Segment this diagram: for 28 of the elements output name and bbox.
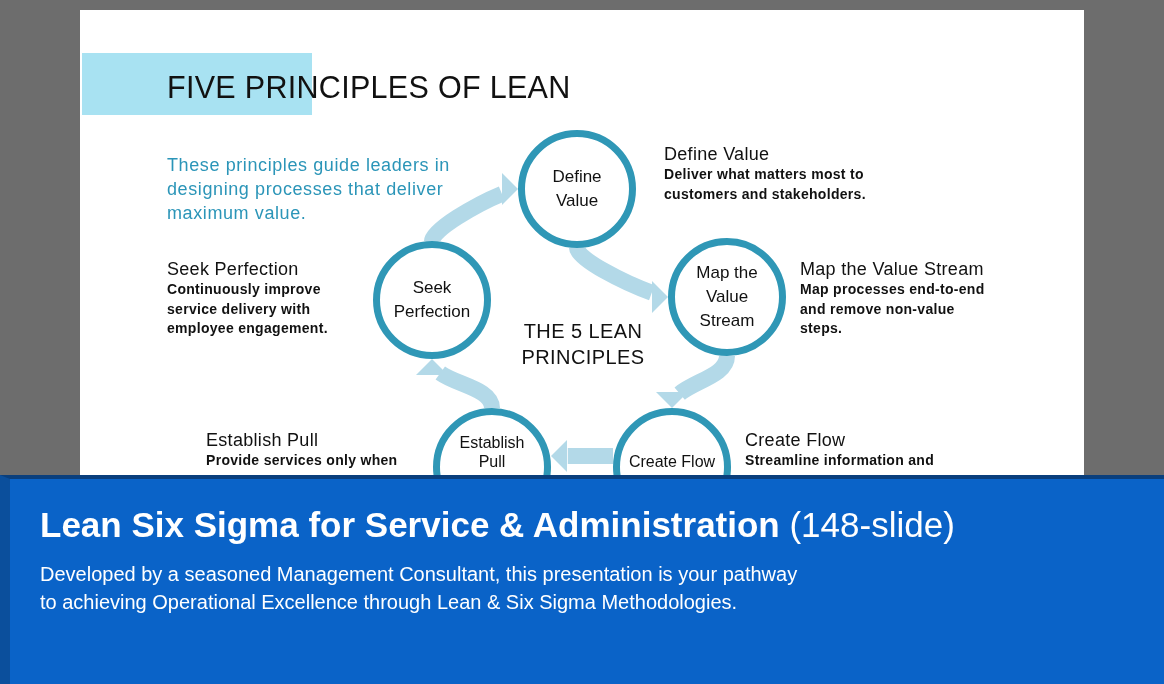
principle-name: Establish Pull	[458, 433, 526, 471]
block-arrow	[551, 440, 613, 472]
center-caption: THE 5 LEAN PRINCIPLES	[520, 319, 646, 370]
principle-name: Seek Perfection	[392, 277, 472, 323]
block-arrow	[659, 354, 735, 410]
principle-description: Continuously improve service delivery with employee engagement.	[167, 280, 329, 338]
principle-name: Create Flow	[627, 452, 717, 471]
principle-heading: Define Value	[664, 144, 770, 165]
principle-description: Map processes end-to-end and remove non-value steps.	[800, 280, 986, 338]
intro-text: These principles guide leaders in designing processes that deliver maximum value.	[167, 154, 451, 225]
principle-circle	[668, 238, 786, 356]
principle-heading: Create Flow	[745, 430, 846, 451]
principle-heading: Establish Pull	[206, 430, 319, 451]
block-arrow	[419, 357, 500, 410]
principle-description: Streamline information and	[745, 451, 936, 470]
slide-title: FIVE PRINCIPLES OF LEAN	[167, 69, 571, 105]
principle-heading: Map the Value Stream	[800, 259, 984, 280]
banner-title: Lean Six Sigma for Service & Administration (148-slide)	[40, 505, 955, 545]
principle-heading: Seek Perfection	[167, 259, 299, 280]
block-arrow	[424, 175, 520, 244]
principle-circle	[518, 130, 636, 248]
principle-name: Map the Value Stream	[695, 262, 759, 332]
principle-description: Provide services only when	[206, 451, 399, 470]
principle-description: Deliver what matters most to customers and stakeholders.	[664, 165, 867, 204]
principle-circle	[373, 241, 491, 359]
block-arrow	[569, 245, 670, 311]
principle-name: Define Value	[551, 166, 603, 212]
banner-description: Developed by a seasoned Management Consultant, this presentation is your pathway to achieving Operational Excellence through Lean & Six Sigma Methodologies.	[40, 562, 799, 615]
